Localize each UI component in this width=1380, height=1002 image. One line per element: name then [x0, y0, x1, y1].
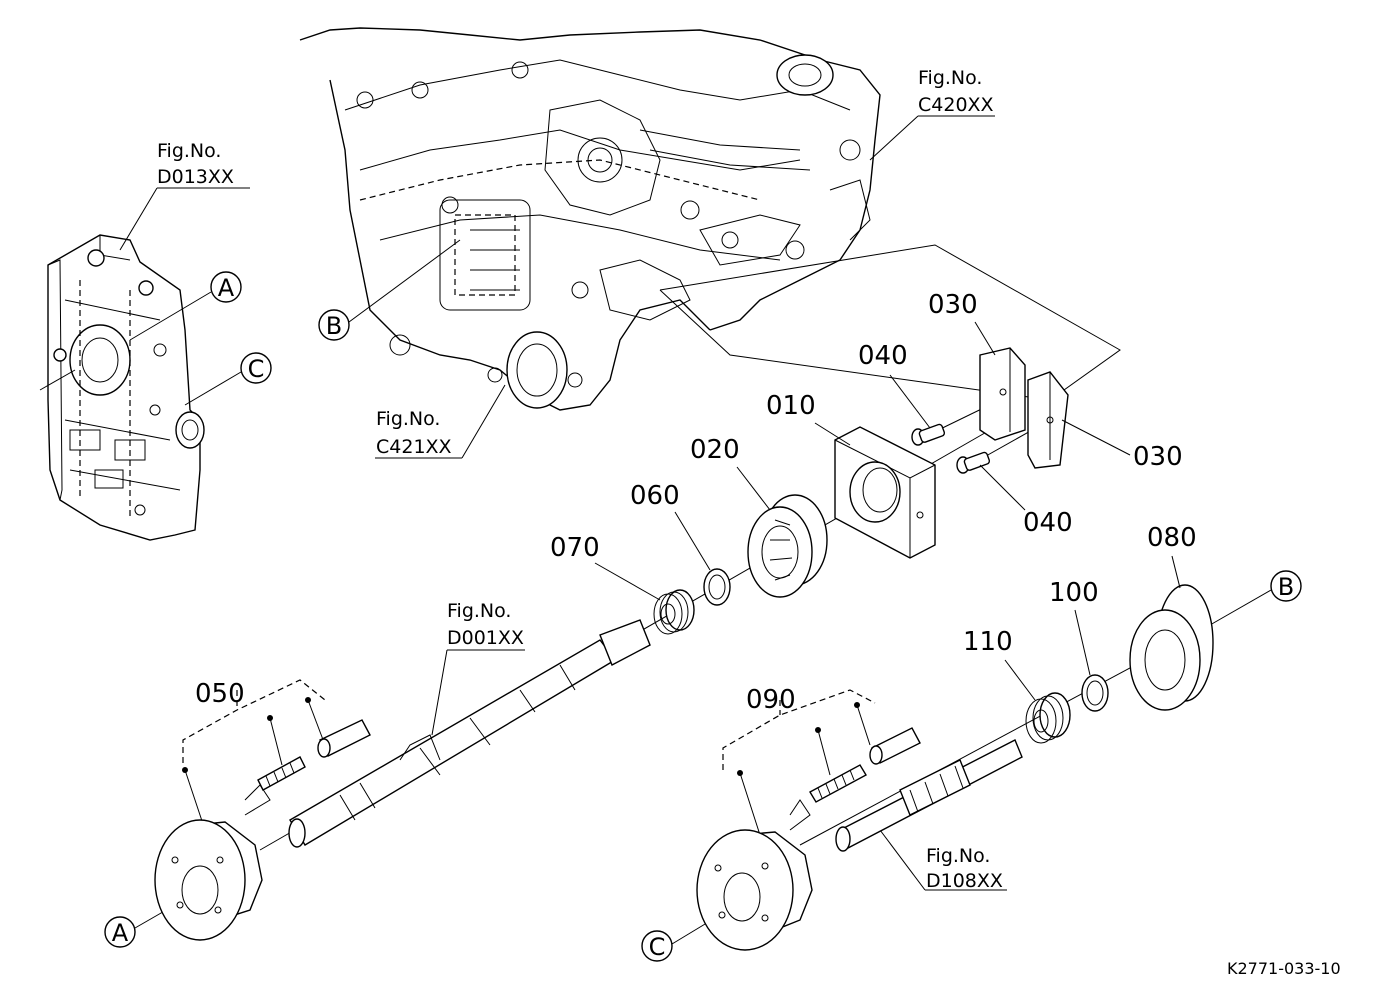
- part-label-110: 110: [963, 627, 1013, 657]
- pump-a: [154, 819, 263, 941]
- part-label-030-upper: 030: [928, 290, 978, 320]
- snap-ring-100: [1081, 674, 1109, 712]
- fig-ref-c420-line1: Fig.No.: [918, 67, 982, 89]
- callout-c-top: C: [240, 352, 272, 384]
- screw-040-lower: [956, 451, 991, 474]
- splined-shaft-upper: [288, 619, 651, 848]
- snap-ring-060: [703, 568, 731, 606]
- bearing-080: [1129, 584, 1214, 711]
- part-label-060: 060: [630, 481, 680, 511]
- part-leaders: [594, 321, 1181, 701]
- callout-a-bottom-letter: A: [112, 919, 129, 947]
- fig-ref-d108-line2: D108XX: [926, 870, 1003, 892]
- part-label-090: 090: [746, 685, 796, 715]
- fig-ref-c421-line1: Fig.No.: [376, 408, 440, 430]
- callout-b-top: B: [318, 309, 350, 341]
- callout-a-top-letter: A: [218, 274, 235, 302]
- callout-c-bottom-letter: C: [649, 933, 666, 961]
- part-label-040-upper: 040: [858, 341, 908, 371]
- callout-c-top-letter: C: [248, 355, 265, 383]
- callout-a-top: A: [210, 271, 242, 303]
- fig-ref-d108-line1: Fig.No.: [926, 845, 990, 867]
- splined-shaft-lower: [835, 739, 1023, 852]
- part-label-050: 050: [195, 679, 245, 709]
- part-label-020: 020: [690, 435, 740, 465]
- plate-030-left: [979, 347, 1026, 441]
- callout-b-right-letter: B: [1278, 573, 1294, 601]
- callout-c-bottom: C: [641, 930, 673, 962]
- part-label-080: 080: [1147, 523, 1197, 553]
- fig-ref-d001-line2: D001XX: [447, 627, 524, 649]
- leader-lines: [119, 115, 1272, 945]
- part-label-030-lower: 030: [1133, 442, 1183, 472]
- callout-b-right: B: [1270, 570, 1302, 602]
- callout-a-bottom: A: [104, 916, 136, 948]
- kit-090: [722, 689, 921, 836]
- fig-ref-d013-line2: D013XX: [157, 166, 234, 188]
- part-label-100: 100: [1049, 578, 1099, 608]
- part-label-010: 010: [766, 391, 816, 421]
- pump-c: [696, 829, 813, 951]
- fig-ref-c421-line2: C421XX: [376, 436, 452, 458]
- part-label-040-lower: 040: [1023, 508, 1073, 538]
- callout-b-top-letter: B: [326, 312, 342, 340]
- fig-ref-d001-line1: Fig.No.: [447, 600, 511, 622]
- transmission-case: [299, 27, 881, 411]
- spring-070: [653, 589, 695, 635]
- fig-ref-d013-line1: Fig.No.: [157, 140, 221, 162]
- bearing-020: [747, 494, 828, 598]
- drawing-code: K2771-033-10: [1227, 959, 1341, 978]
- valve-housing: [39, 234, 205, 541]
- bracket-010: [834, 426, 936, 559]
- plate-030-right: [1027, 371, 1069, 469]
- part-label-070: 070: [550, 533, 600, 563]
- fig-ref-c420-line2: C420XX: [918, 94, 994, 116]
- spring-110: [1025, 692, 1071, 744]
